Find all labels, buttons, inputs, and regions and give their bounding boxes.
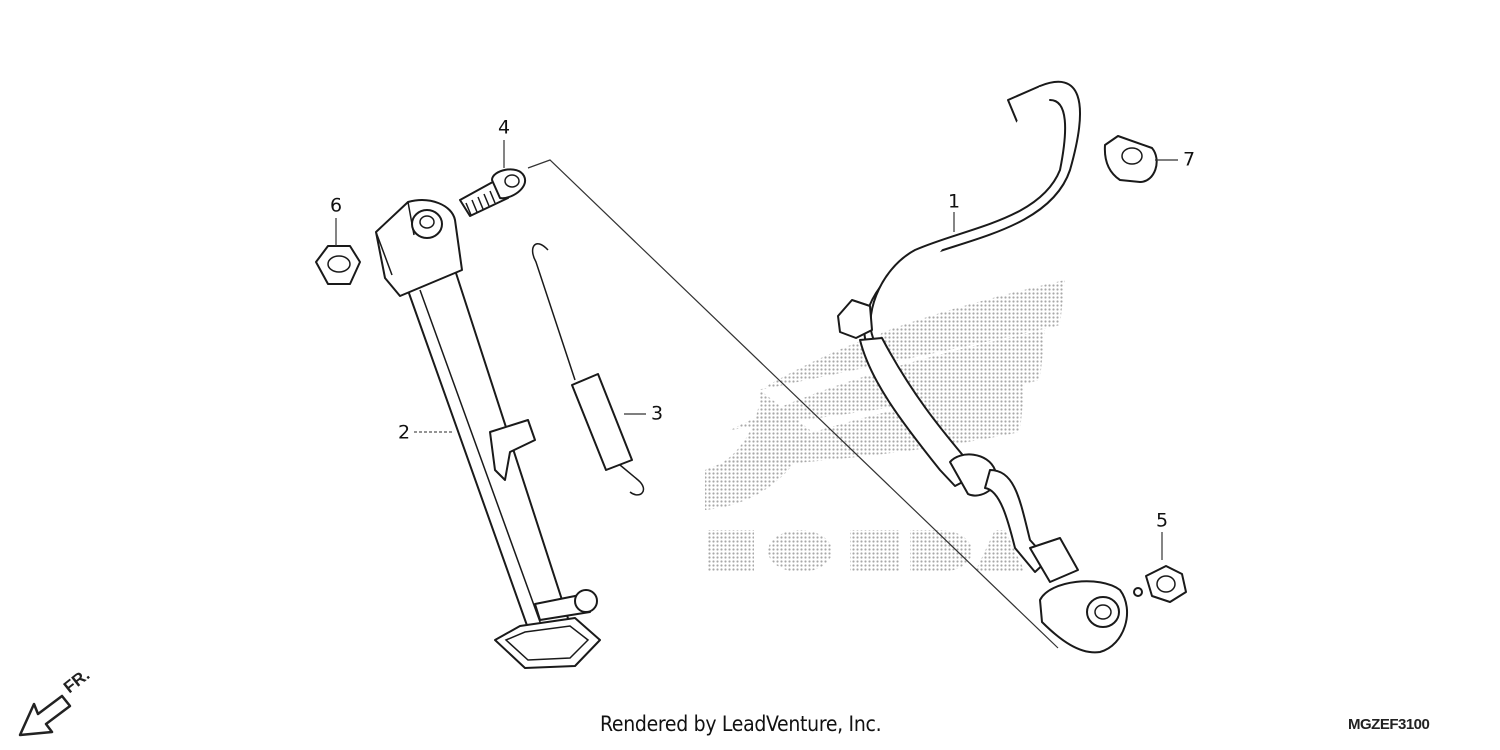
callout-1: 1 — [947, 190, 961, 213]
assembly-guide-line — [527, 159, 1059, 649]
callout-3: 3 — [650, 402, 664, 425]
part-1-side-stand-switch — [837, 80, 1129, 654]
part-7-clamp — [1103, 135, 1158, 183]
callout-6: 6 — [329, 194, 343, 217]
honda-text-watermark — [708, 530, 1025, 572]
part-2-side-stand — [375, 199, 601, 669]
diagram-code: MGZEF3100 — [1348, 716, 1430, 733]
callout-7: 7 — [1182, 148, 1196, 171]
part-4-bolt — [459, 168, 527, 217]
callout-2: 2 — [397, 421, 411, 444]
part-3-spring — [531, 243, 645, 496]
callout-5: 5 — [1155, 509, 1169, 532]
callout-4: 4 — [497, 116, 511, 139]
part-6-nut — [315, 245, 361, 285]
arrow-front-icon — [18, 694, 72, 737]
render-credit: Rendered by LeadVenture, Inc. — [600, 712, 882, 736]
part-5-screw — [1133, 565, 1187, 603]
